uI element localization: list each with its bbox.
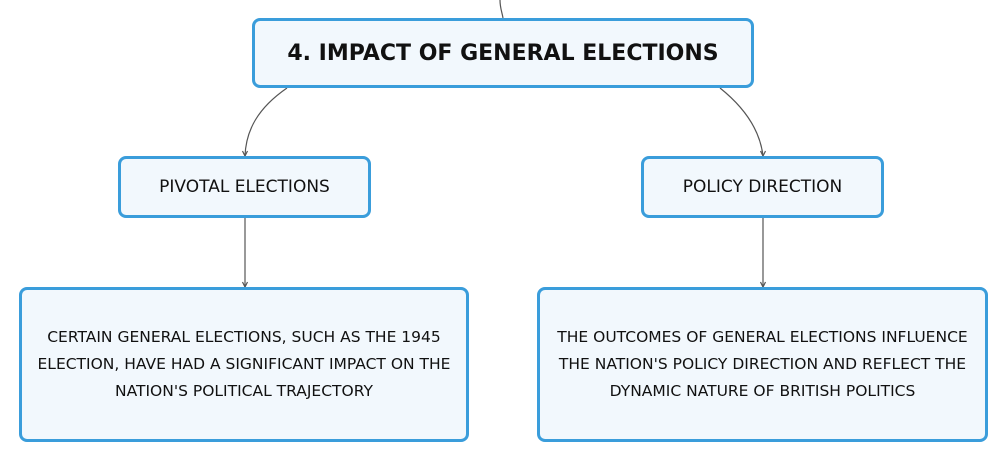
detail-node-pivotal-elections[interactable]: CERTAIN GENERAL ELECTIONS, SUCH AS THE 1… <box>19 287 469 442</box>
connector-root-to-pivotal <box>244 87 288 157</box>
detail-node-policy-direction[interactable]: THE OUTCOMES OF GENERAL ELECTIONS INFLUE… <box>537 287 988 442</box>
root-node-label: 4. IMPACT OF GENERAL ELECTIONS <box>287 40 719 66</box>
detail-node-text: THE OUTCOMES OF GENERAL ELECTIONS INFLUE… <box>557 328 968 400</box>
connector-root-to-policy <box>719 87 764 157</box>
branch-node-label: PIVOTAL ELECTIONS <box>159 177 330 197</box>
branch-node-policy-direction[interactable]: POLICY DIRECTION <box>641 156 884 218</box>
branch-node-label: POLICY DIRECTION <box>682 177 843 197</box>
branch-node-pivotal-elections[interactable]: PIVOTAL ELECTIONS <box>118 156 371 218</box>
root-node[interactable]: 4. IMPACT OF GENERAL ELECTIONS <box>252 18 754 88</box>
detail-node-text: CERTAIN GENERAL ELECTIONS, SUCH AS THE 1… <box>37 328 451 400</box>
connector-parent-to-root <box>499 0 504 19</box>
